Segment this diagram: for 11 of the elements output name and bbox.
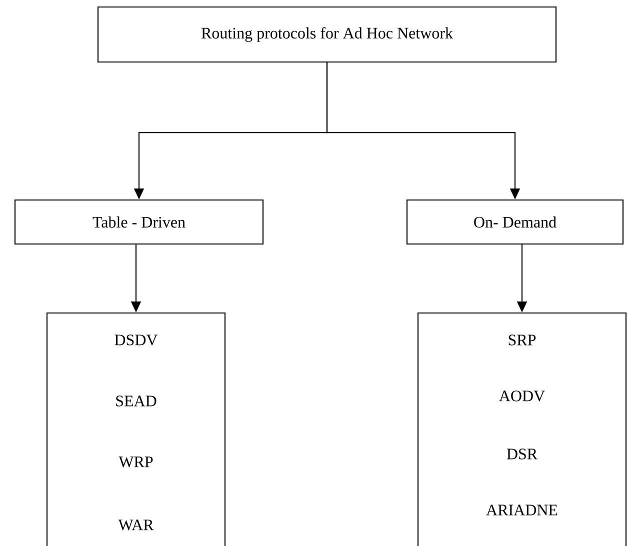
protocol-name: SEAD xyxy=(116,396,156,406)
category-box: Routing protocols for Ad Hoc Network xyxy=(97,6,557,63)
protocol-name: DSR xyxy=(506,448,538,460)
protocol-name: WAR xyxy=(118,520,154,530)
protocol-name: WRP xyxy=(118,456,153,468)
protocol-name: DSDV xyxy=(114,334,158,346)
category-box: Table - Driven xyxy=(14,199,264,245)
category-box: On- Demand xyxy=(406,199,624,245)
protocol-name: ARIADNE xyxy=(486,504,558,516)
protocol-name: SRP xyxy=(508,334,536,346)
protocol-name: AODV xyxy=(499,390,545,402)
